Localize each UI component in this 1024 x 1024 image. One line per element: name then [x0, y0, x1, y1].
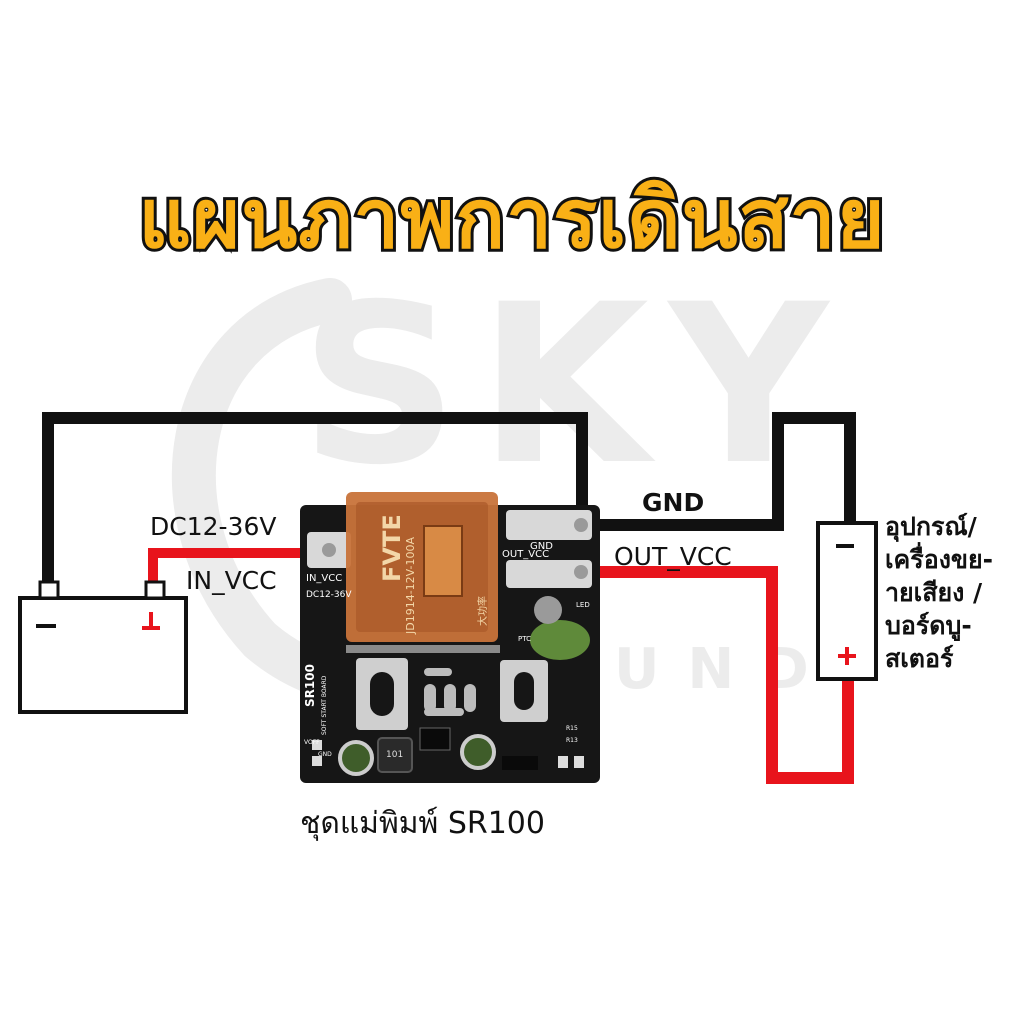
ic-chip	[419, 727, 451, 751]
board-pad-out-vcc: OUT_VCC	[502, 549, 550, 560]
capacitor-right	[460, 734, 496, 770]
battery-neg-terminal	[38, 580, 60, 600]
gnd-wire-battery	[42, 412, 588, 585]
relay-brand: FVTE	[378, 514, 406, 582]
board-pad-dc: DC12-36V	[306, 590, 352, 600]
pad-out-vcc	[506, 560, 592, 588]
board-r15: R15	[566, 725, 578, 732]
out-vcc-label: OUT_VCC	[614, 542, 732, 571]
device-label-line: เครื่องขย-	[885, 545, 994, 574]
battery-body	[18, 596, 188, 714]
device-label-line: ายเสียง /	[885, 578, 983, 607]
ptc-thermistor	[530, 620, 590, 660]
in-vcc-wire	[148, 548, 312, 587]
diagram-title: แผนภาพการเดินสาย	[135, 169, 887, 270]
device-label-line: บอร์ดบู-	[885, 611, 972, 640]
watermark-brand: SKY	[300, 257, 849, 513]
dc-range-label: DC12-36V	[150, 512, 277, 541]
gnd-label: GND	[642, 488, 705, 517]
board-pad-gnd: GND	[530, 541, 553, 552]
board-pad-in-vcc: IN_VCC	[306, 573, 343, 584]
relay-cn: 大功率	[478, 596, 489, 626]
device-label-line: สเตอร์	[885, 644, 954, 673]
in-vcc-label: IN_VCC	[186, 566, 277, 595]
board-led: LED	[576, 601, 590, 609]
inductor	[377, 737, 413, 773]
tvs-component	[534, 596, 562, 624]
board-ptc: PTC	[518, 635, 531, 643]
board-caption: ชุดแม่พิมพ์ SR100	[300, 806, 545, 841]
board-inductor: 101	[386, 750, 404, 760]
relay-model: JD1914-12V-100A	[404, 536, 417, 634]
board-r13: R13	[566, 737, 578, 744]
device-label: อุปกรณ์/ เครื่องขย- ายเสียง / บอร์ดบู- ส…	[885, 510, 993, 675]
battery-pos-terminal	[144, 580, 166, 600]
out-vcc-wire	[574, 566, 854, 784]
relay-coil	[423, 525, 463, 597]
gnd-wire-device	[575, 412, 856, 531]
board-voff: VOFF	[304, 739, 320, 746]
board-model: SR100	[303, 664, 317, 707]
device-label-line: อุปกรณ์/	[885, 512, 977, 541]
pad-gnd	[506, 510, 592, 540]
board-gnd-small: GND	[318, 751, 332, 758]
capacitor-left	[338, 740, 374, 776]
board-subtitle: SOFT START BOARD	[321, 675, 328, 735]
